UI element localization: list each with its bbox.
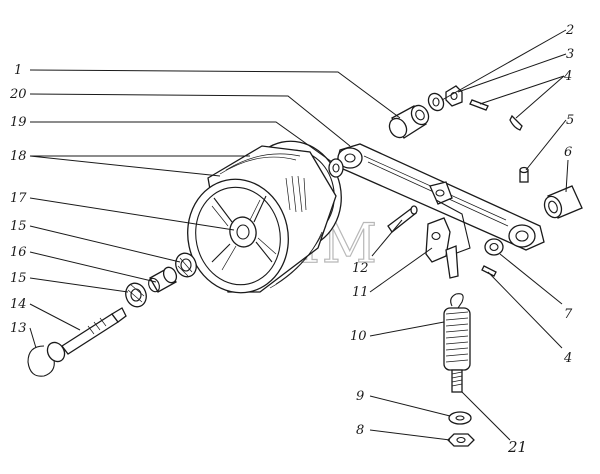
label-4-upper: 4 — [563, 69, 572, 84]
spring — [443, 293, 471, 393]
label-10: 10 — [350, 329, 367, 344]
spacer-sleeve — [148, 266, 178, 293]
label-21: 21 — [507, 438, 527, 456]
washer — [328, 158, 344, 178]
label-9: 9 — [356, 389, 364, 404]
label-7: 7 — [564, 307, 573, 322]
pulley — [187, 140, 342, 294]
label-19: 19 — [10, 115, 27, 130]
label-20: 20 — [9, 87, 27, 102]
label-13: 13 — [10, 321, 27, 336]
washer — [484, 238, 504, 256]
label-6: 6 — [564, 145, 572, 160]
label-15-lower: 15 — [10, 271, 27, 286]
label-17: 17 — [10, 191, 27, 206]
bearing — [125, 282, 147, 308]
bushing — [388, 104, 430, 139]
cotter-pin — [509, 114, 523, 131]
bearing — [175, 252, 197, 278]
retaining-ring — [27, 345, 55, 377]
bracket — [425, 217, 459, 279]
nut — [447, 433, 475, 447]
washer — [427, 92, 445, 112]
label-1: 1 — [14, 63, 22, 78]
label-2: 2 — [565, 23, 574, 38]
cotter-pin — [469, 99, 489, 111]
label-18: 18 — [10, 149, 27, 164]
part-labels: 1 20 19 18 17 15 16 15 14 13 2 3 4 5 6 7… — [9, 23, 574, 456]
label-4-lower: 4 — [563, 351, 572, 366]
pin — [387, 205, 418, 233]
lever-arm — [335, 143, 545, 255]
label-3: 3 — [566, 47, 574, 62]
washer — [448, 411, 472, 425]
leader-lines — [29, 29, 569, 441]
shaft — [46, 307, 127, 363]
cotter-pin — [481, 265, 497, 277]
grease-nipple — [519, 166, 529, 183]
label-12: 12 — [352, 261, 369, 276]
label-11: 11 — [352, 285, 369, 300]
label-15-upper: 15 — [10, 219, 27, 234]
label-14: 14 — [10, 297, 27, 312]
label-8: 8 — [356, 423, 364, 438]
bushing — [543, 185, 583, 219]
label-5: 5 — [566, 113, 574, 128]
label-16: 16 — [10, 245, 27, 260]
